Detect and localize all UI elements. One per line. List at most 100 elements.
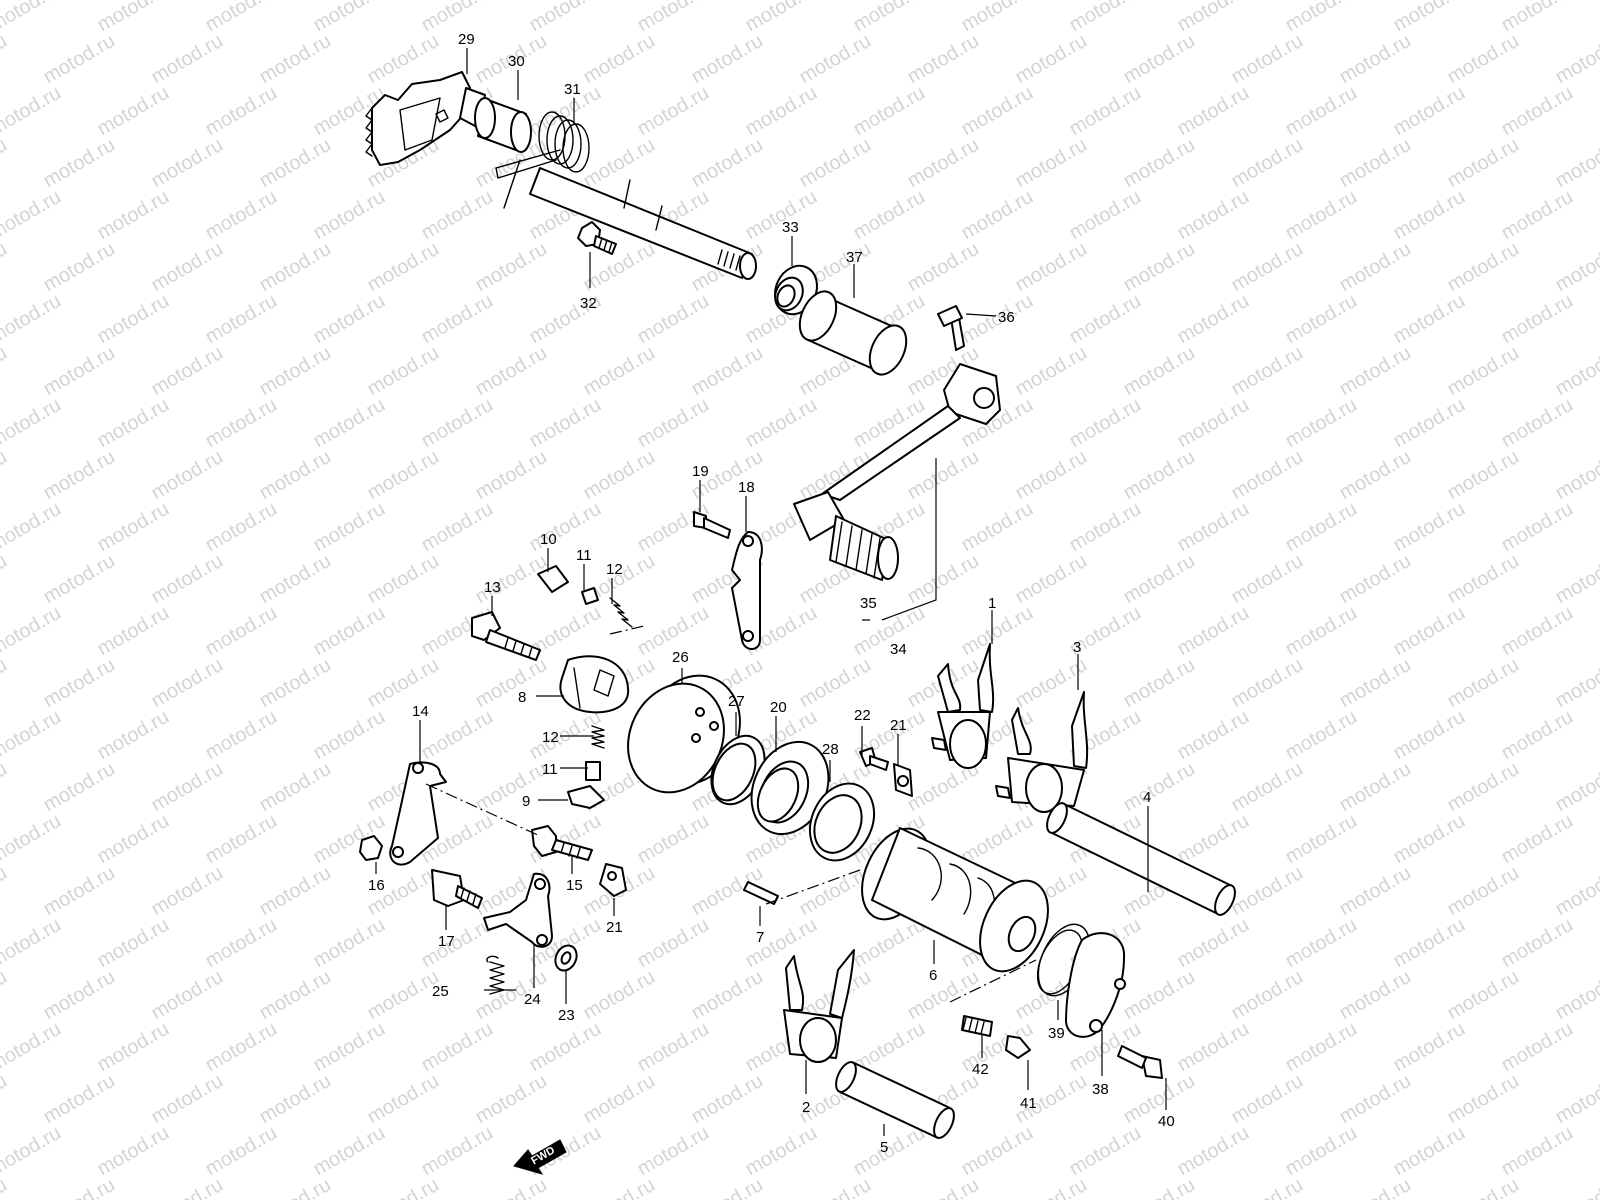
watermark-text: motod.ru xyxy=(1336,238,1415,297)
watermark-text: motod.ru xyxy=(1336,966,1415,1025)
callout-6: 6 xyxy=(929,967,937,984)
watermark-text: motod.ru xyxy=(958,186,1037,245)
watermark-text: motod.ru xyxy=(472,238,551,297)
watermark-text: motod.ru xyxy=(1336,30,1415,89)
watermark-text: motod.ru xyxy=(256,758,335,817)
watermark-text: motod.ru xyxy=(202,1122,281,1181)
cam-stopper-plate xyxy=(693,511,763,650)
stopper-bolt xyxy=(577,221,617,255)
watermark-text: motod.ru xyxy=(472,342,551,401)
watermark-text: motod.ru xyxy=(1120,654,1199,713)
watermark-text: motod.ru xyxy=(310,914,389,973)
watermark-text: motod.ru xyxy=(1336,134,1415,193)
watermark-text: motod.ru xyxy=(0,706,65,765)
callout-labels: 1 2 3 4 5 6 7 8 9 10 11 11 12 12 13 14 1… xyxy=(368,31,1175,1156)
watermark-text: motod.ru xyxy=(742,82,821,141)
callout-27: 27 xyxy=(728,693,745,710)
watermark-text: motod.ru xyxy=(904,134,983,193)
leader-lines xyxy=(375,48,1167,1136)
watermark-text: motod.ru xyxy=(1336,862,1415,921)
watermark-text: motod.ru xyxy=(1444,862,1523,921)
gearshift-lever-assembly xyxy=(793,305,1001,621)
watermark-text: motod.ru xyxy=(1282,914,1361,973)
watermark-text: motod.ru xyxy=(1174,82,1253,141)
watermark-text: motod.ru xyxy=(1066,1122,1145,1181)
watermark-text: motod.ru xyxy=(688,966,767,1025)
watermark-text: motod.ru xyxy=(958,602,1037,661)
watermark-text: motod.ru xyxy=(580,30,659,89)
watermark-text: motod.ru xyxy=(1336,446,1415,505)
watermark-text: motod.ru xyxy=(310,186,389,245)
watermark-text: motod.ru xyxy=(94,810,173,869)
watermark-text: motod.ru xyxy=(148,1174,227,1200)
watermark-text: motod.ru xyxy=(1174,1018,1253,1077)
watermark-text: motod.ru xyxy=(1552,1070,1600,1129)
watermark-text: motod.ru xyxy=(1228,30,1307,89)
watermark-text: motod.ru xyxy=(1174,186,1253,245)
watermark-text: motod.ru xyxy=(1498,290,1577,349)
watermark-text: motod.ru xyxy=(0,498,65,557)
watermark-text: motod.ru xyxy=(580,134,659,193)
watermark-text: motod.ru xyxy=(364,654,443,713)
watermark-text: motod.ru xyxy=(688,134,767,193)
watermark-text: motod.ru xyxy=(40,862,119,921)
watermark-text: motod.ru xyxy=(40,1174,119,1200)
watermark-text: motod.ru xyxy=(796,654,875,713)
watermark-text: motod.ru xyxy=(1228,862,1307,921)
watermark-text: motod.ru xyxy=(1174,602,1253,661)
watermark-text: motod.ru xyxy=(1552,654,1600,713)
callout-26: 26 xyxy=(672,649,689,666)
watermark-text: motod.ru xyxy=(634,810,713,869)
watermark-text: motod.ru xyxy=(1552,550,1600,609)
callout-37: 37 xyxy=(846,249,863,266)
callout-33: 33 xyxy=(782,219,799,236)
watermark-text: motod.ru xyxy=(1066,82,1145,141)
watermark-text: motod.ru xyxy=(1282,498,1361,557)
watermark-text: motod.ru xyxy=(94,1122,173,1181)
watermark-text: motod.ru xyxy=(202,1018,281,1077)
watermark-text: motod.ru xyxy=(1228,1070,1307,1129)
watermark-text: motod.ru xyxy=(40,758,119,817)
watermark-text: motod.ru xyxy=(526,1018,605,1077)
watermark-text: motod.ru xyxy=(1498,1018,1577,1077)
watermark-text: motod.ru xyxy=(94,82,173,141)
watermark-text: motod.ru xyxy=(580,238,659,297)
watermark-text: motod.ru xyxy=(202,394,281,453)
watermark-text: motod.ru xyxy=(1498,914,1577,973)
callout-39: 39 xyxy=(1048,1025,1065,1042)
watermark-text: motod.ru xyxy=(1228,446,1307,505)
watermark-text: motod.ru xyxy=(94,394,173,453)
watermark-text: motod.ru xyxy=(1120,446,1199,505)
watermark-text: motod.ru xyxy=(418,498,497,557)
watermark-text: motod.ru xyxy=(1498,602,1577,661)
watermark-text: motod.ru xyxy=(1444,1070,1523,1129)
watermark-text: motod.ru xyxy=(1228,1174,1307,1200)
watermark-text: motod.ru xyxy=(1498,810,1577,869)
watermark-text: motod.ru xyxy=(580,342,659,401)
watermark-text: motod.ru xyxy=(688,30,767,89)
watermark-text: motod.ru xyxy=(1012,238,1091,297)
watermark-text: motod.ru xyxy=(364,966,443,1025)
callout-22: 22 xyxy=(854,707,871,724)
callout-31: 31 xyxy=(564,81,581,98)
watermark-text: motod.ru xyxy=(0,758,11,817)
watermark-text: motod.ru xyxy=(0,810,65,869)
cam-stopper-parts xyxy=(471,565,633,809)
watermark-text: motod.ru xyxy=(472,654,551,713)
shaft-collar xyxy=(474,97,532,153)
watermark-text: motod.ru xyxy=(310,290,389,349)
watermark-text: motod.ru xyxy=(958,810,1037,869)
watermark-text: motod.ru xyxy=(526,706,605,765)
watermark-text: motod.ru xyxy=(688,1070,767,1129)
watermark-text: motod.ru xyxy=(472,758,551,817)
watermark-text: motod.ru xyxy=(148,238,227,297)
watermark-text: motod.ru xyxy=(1066,498,1145,557)
watermark-text: motod.ru xyxy=(94,1018,173,1077)
watermark-text: motod.ru xyxy=(1228,342,1307,401)
watermark-text: motod.ru xyxy=(364,238,443,297)
watermark-text: motod.ru xyxy=(1174,706,1253,765)
watermark-text: motod.ru xyxy=(1120,238,1199,297)
watermark-text: motod.ru xyxy=(1390,394,1469,453)
callout-21-right: 21 xyxy=(890,717,907,734)
watermark-text: motod.ru xyxy=(202,914,281,973)
